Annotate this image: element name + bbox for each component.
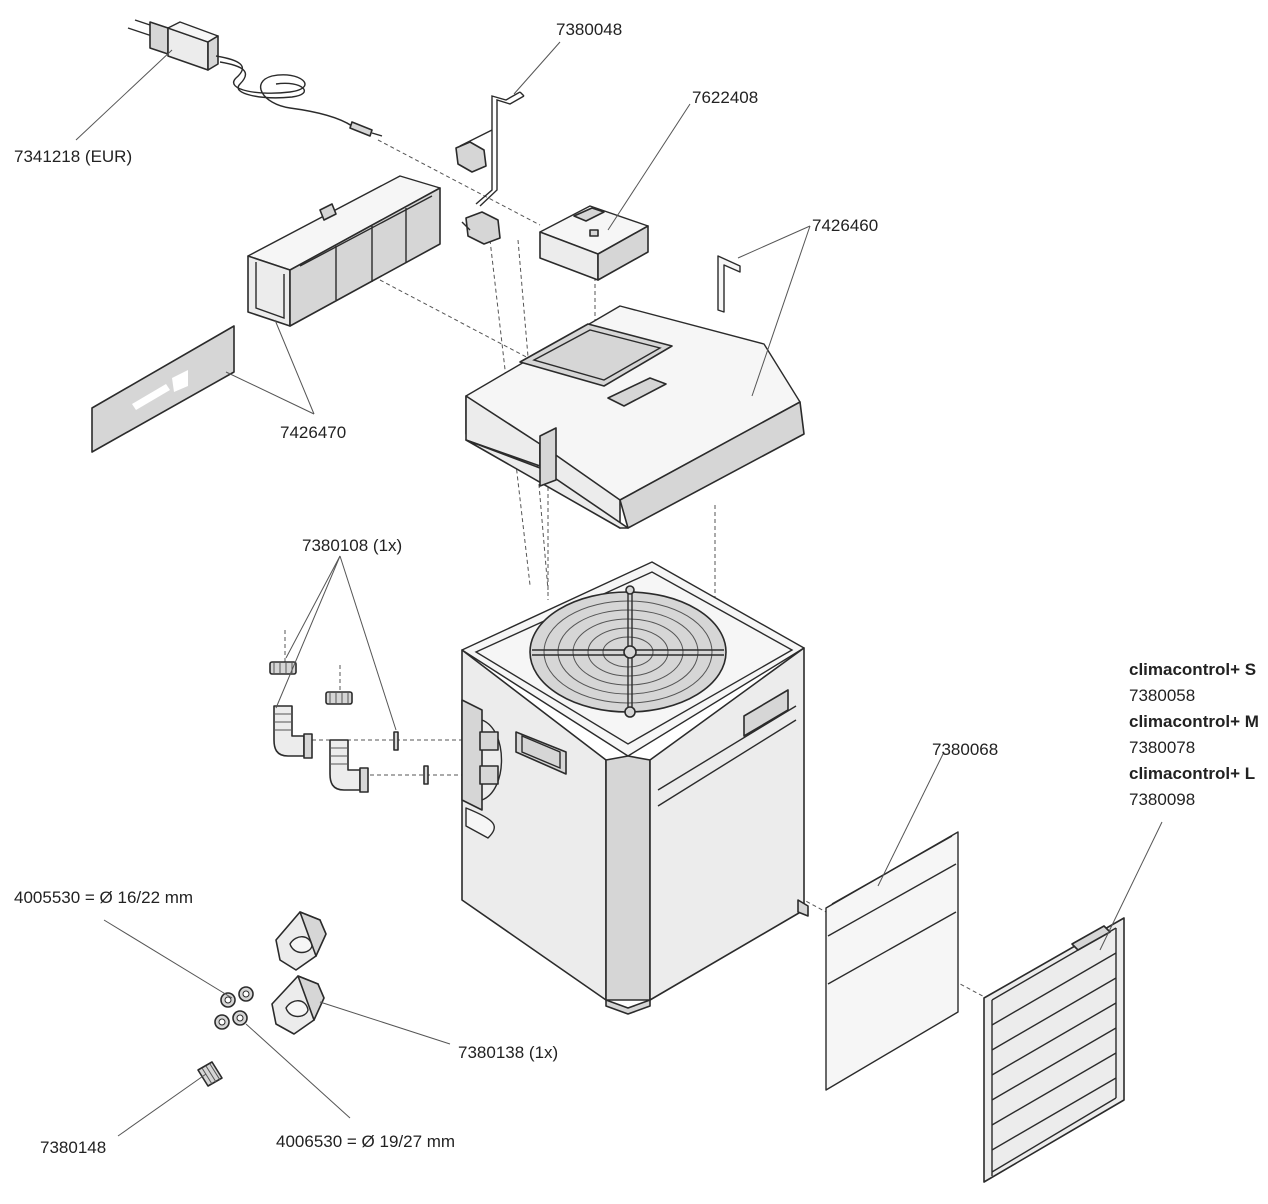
model-m-name: climacontrol+ M: [1129, 712, 1259, 731]
label-key-part-number: 7426460: [812, 216, 879, 235]
air-duct-illustration: [247, 175, 441, 327]
power-adapter-illustration: [127, 19, 383, 137]
label-controller-part-number: 7622408: [692, 88, 759, 107]
label-duct-part-number: 7426470: [280, 423, 347, 442]
key-illustration: [717, 255, 741, 313]
fan-grill-illustration: [529, 585, 727, 718]
label-bracket-part-number: 7380138 (1x): [458, 1043, 559, 1062]
sensor-cable-illustration: [455, 91, 525, 245]
hose-connectors-illustration: [269, 661, 499, 793]
filter-mat-illustration: [825, 831, 959, 1091]
model-m-code: 7380078: [1129, 738, 1196, 757]
model-l-name: climacontrol+ L: [1129, 764, 1256, 783]
spring-illustration: [197, 1061, 223, 1087]
label-small-clip-part-number: 4005530 = Ø 16/22 mm: [14, 888, 194, 907]
model-s-name: climacontrol+ S: [1129, 660, 1257, 679]
model-l-code: 7380098: [1129, 790, 1196, 809]
label-adapter-part-number: 7341218 (EUR): [14, 147, 133, 166]
hose-clips-illustration: [214, 986, 254, 1030]
controller-box-illustration: [539, 205, 649, 281]
label-cable-part-number: 7380048: [556, 20, 623, 39]
label-large-clip-part-number: 4006530 = Ø 19/27 mm: [276, 1132, 456, 1151]
cover-lid-illustration: [465, 305, 805, 529]
model-list: climacontrol+ S 7380058 climacontrol+ M …: [1129, 660, 1259, 810]
model-s-code: 7380058: [1129, 686, 1196, 705]
label-plate-illustration: [91, 325, 235, 453]
label-filter-part-number: 7380068: [932, 740, 999, 759]
label-connector-set-part-number: 7380108 (1x): [302, 536, 403, 555]
leader-lines: [75, 41, 1163, 1137]
mounting-brackets-illustration: [271, 911, 327, 1035]
front-grille-illustration: [983, 917, 1125, 1183]
label-spring-part-number: 7380148: [40, 1138, 107, 1157]
